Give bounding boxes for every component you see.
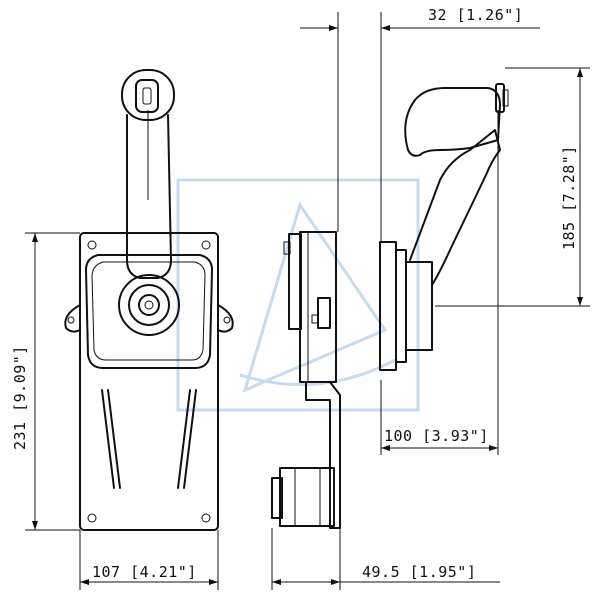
dim-plate-width-label: 107 [4.21"] [92,563,197,581]
dim-plate-height-label: 231 [9.09"] [11,345,29,450]
watermark-logo [176,178,420,412]
dim-bracket-depth-label: 49.5 [1.95"] [362,563,476,581]
dim-lever-height-label: 185 [7.28"] [560,145,578,250]
dim-top-width-label: 32 [1.26"] [428,6,523,24]
front-view [64,69,234,531]
side-view [271,83,509,529]
dimension-lines [25,12,590,590]
dim-housing-depth-label: 100 [3.93"] [384,427,489,445]
